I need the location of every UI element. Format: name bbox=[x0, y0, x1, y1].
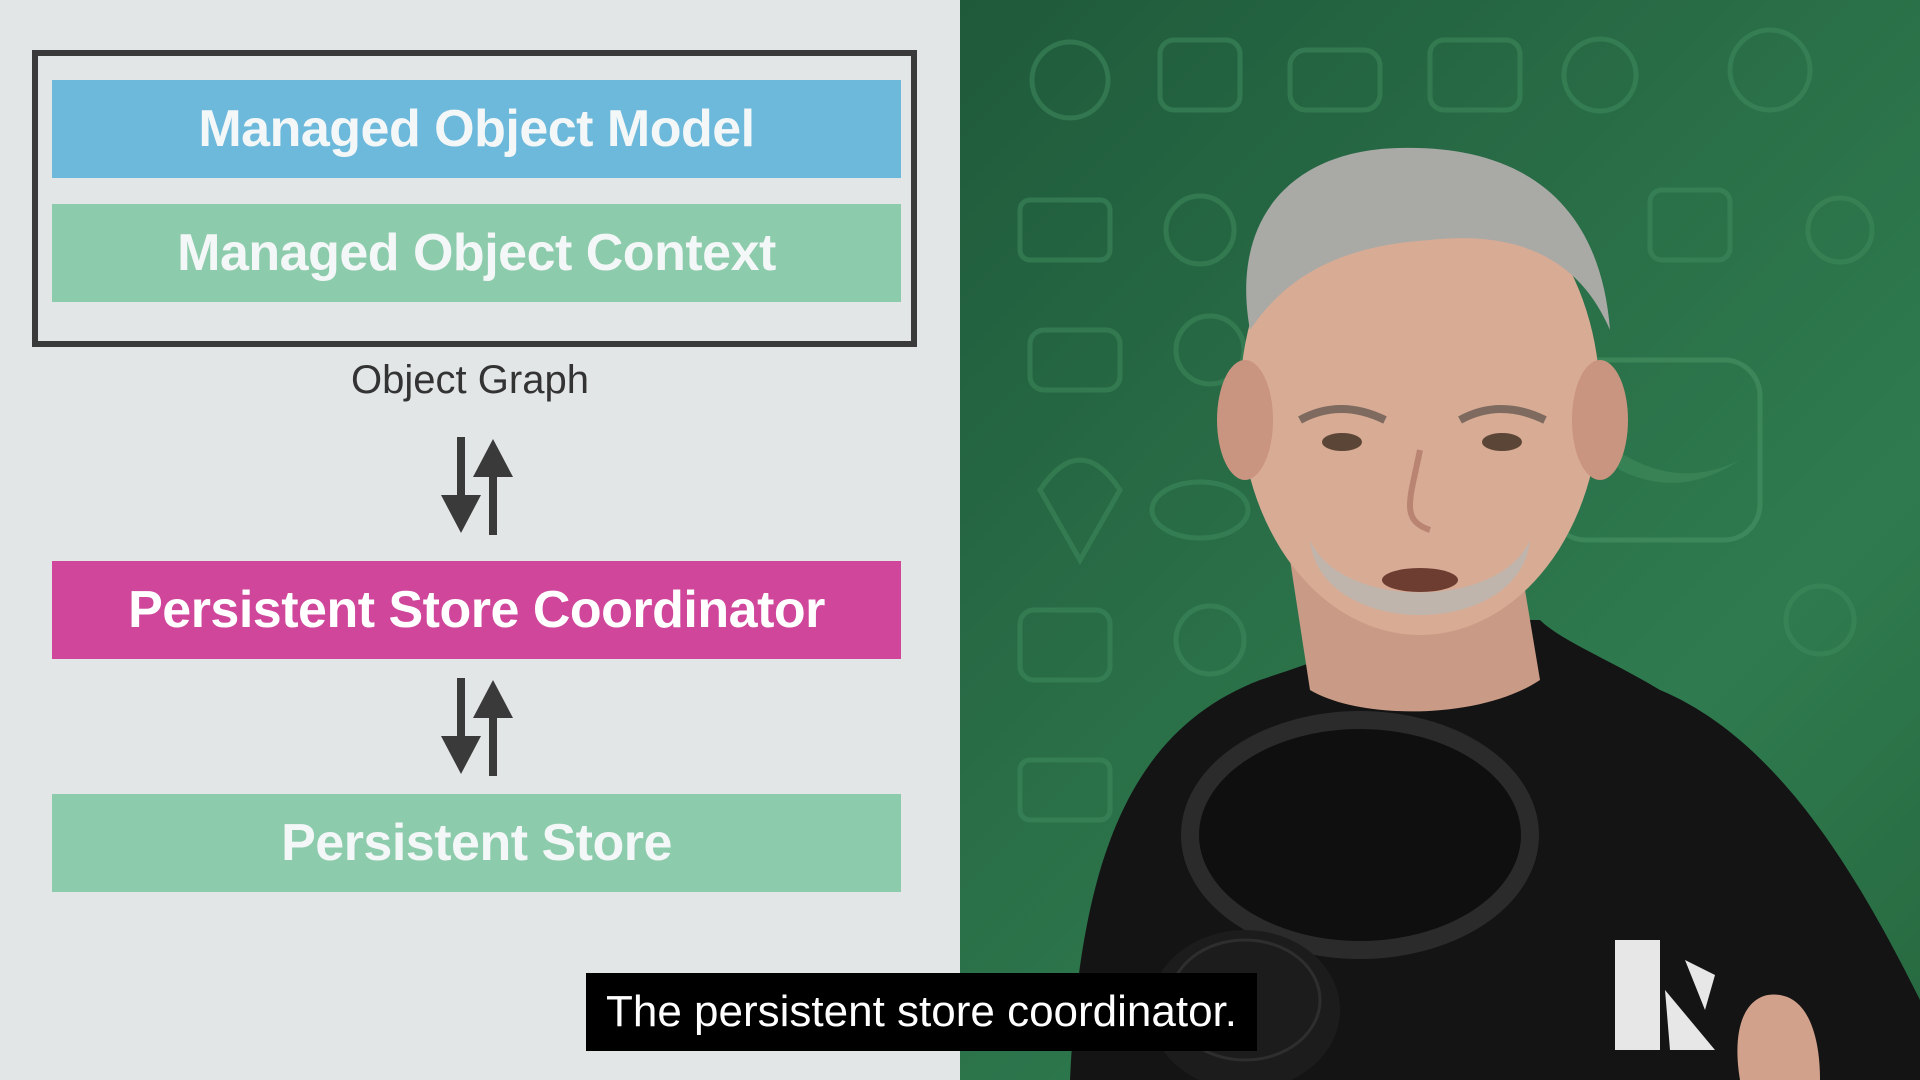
persistent-store-block: Persistent Store bbox=[52, 794, 901, 892]
presenter-illustration bbox=[1017, 27, 1920, 1080]
subtitle-caption: The persistent store coordinator. bbox=[586, 973, 1257, 1051]
persistent-store-coordinator-label: Persistent Store Coordinator bbox=[128, 581, 825, 639]
managed-object-model-block: Managed Object Model bbox=[52, 80, 901, 178]
hand bbox=[1737, 994, 1820, 1080]
managed-object-model-label: Managed Object Model bbox=[198, 100, 755, 158]
bidirectional-arrow-icon bbox=[441, 437, 513, 535]
managed-object-context-block: Managed Object Context bbox=[52, 204, 901, 302]
shirt-logo bbox=[1615, 940, 1715, 1050]
background-icon-pattern bbox=[1017, 27, 1875, 823]
persistent-store-label: Persistent Store bbox=[281, 814, 672, 872]
persistent-store-coordinator-block: Persistent Store Coordinator bbox=[52, 561, 901, 659]
presenter-hair bbox=[1246, 147, 1610, 330]
managed-object-context-label: Managed Object Context bbox=[177, 224, 776, 282]
bidirectional-arrow-icon bbox=[441, 678, 513, 776]
object-graph-frame bbox=[32, 50, 917, 347]
subtitle-text: The persistent store coordinator. bbox=[606, 987, 1237, 1036]
presenter-video bbox=[960, 0, 1920, 1080]
pop-filter bbox=[1181, 711, 1539, 959]
slide-panel: Managed Object Model Managed Object Cont… bbox=[0, 0, 960, 1080]
object-graph-label: Object Graph bbox=[351, 358, 589, 402]
presenter-head bbox=[1240, 165, 1600, 635]
